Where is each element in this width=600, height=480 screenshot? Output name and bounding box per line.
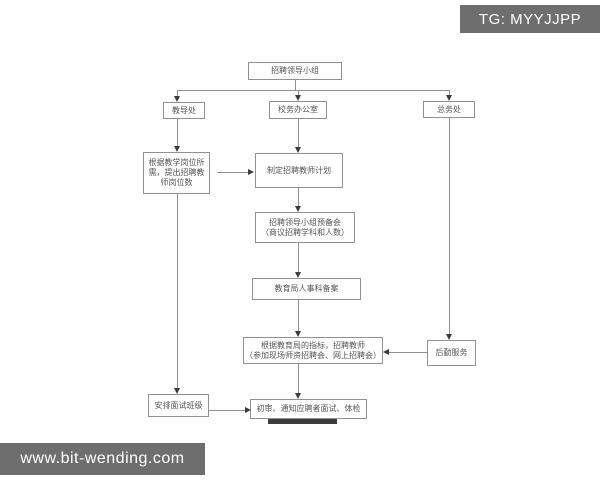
connector-logistics-to-recruit bbox=[389, 352, 427, 353]
node-leader-group: 招聘领导小组 bbox=[248, 62, 342, 80]
arrow-down-icon bbox=[446, 334, 452, 340]
node-final-step-label: 初审、通知应聘者面试、体检 bbox=[256, 404, 361, 413]
telegram-watermark-text: TG: MYYJJPP bbox=[478, 10, 582, 28]
arrow-down-icon bbox=[295, 147, 301, 153]
arrow-right-icon bbox=[248, 169, 254, 175]
node-prep-meeting-line1: 招聘领导小组预备会 bbox=[269, 217, 341, 227]
arrow-down-icon bbox=[174, 388, 180, 394]
arrow-down-icon bbox=[295, 331, 301, 337]
node-prep-meeting: 招聘领导小组预备会 （商议招聘学科和人数） bbox=[255, 212, 355, 243]
dark-underline-bar bbox=[268, 419, 337, 424]
arrow-down-icon bbox=[295, 393, 301, 399]
connector-xiaowu-to-plan bbox=[298, 119, 299, 148]
connector-filing-to-recruit bbox=[298, 300, 299, 332]
arrow-down-icon bbox=[174, 96, 180, 102]
node-recruit-line2: （参加现场师资招聘会、网上招聘会） bbox=[245, 350, 381, 360]
arrow-down-icon bbox=[174, 146, 180, 152]
arrow-down-icon bbox=[295, 206, 301, 212]
node-arrange-interview: 安排面试班级 bbox=[148, 394, 209, 417]
node-filing-label: 教育局人事科备案 bbox=[274, 284, 339, 293]
node-jiaodao: 教导处 bbox=[163, 102, 205, 119]
node-logistics: 后勤服务 bbox=[427, 340, 476, 366]
node-plan: 制定招聘教师计划 bbox=[255, 153, 343, 188]
connector-to-zongwu bbox=[449, 90, 450, 97]
connector-needs-to-arrange bbox=[177, 194, 178, 389]
connector-prep-to-filing bbox=[298, 243, 299, 273]
node-xiaowu-office-label: 校务办公室 bbox=[278, 105, 318, 114]
connector-recruit-to-final bbox=[298, 364, 299, 394]
node-final-step: 初审、通知应聘者面试、体检 bbox=[250, 399, 367, 419]
node-jiaodao-label: 教导处 bbox=[172, 105, 196, 115]
connector-leader-stem bbox=[295, 80, 296, 90]
arrow-down-icon bbox=[446, 95, 452, 101]
connector-to-xiaowu bbox=[298, 90, 299, 97]
connector-jiaodao-to-needs bbox=[177, 119, 178, 147]
telegram-watermark-badge: TG: MYYJJPP bbox=[460, 5, 600, 33]
connector-branch-horizontal bbox=[177, 90, 450, 91]
arrow-left-icon bbox=[383, 349, 389, 355]
arrow-down-icon bbox=[295, 272, 301, 278]
node-filing: 教育局人事科备案 bbox=[252, 278, 361, 300]
connector-arrange-to-final bbox=[209, 410, 246, 411]
node-position-needs: 根据教学岗位所需，提出招聘教师岗位数 bbox=[143, 152, 210, 194]
node-zongwu: 总务处 bbox=[423, 101, 475, 118]
connector-plan-to-prep bbox=[298, 188, 299, 207]
node-zongwu-label: 总务处 bbox=[437, 104, 461, 114]
node-logistics-label: 后勤服务 bbox=[435, 348, 468, 357]
arrow-right-icon bbox=[245, 407, 251, 413]
node-leader-group-label: 招聘领导小组 bbox=[271, 66, 319, 75]
node-recruit: 根据教育局的指标，招聘教师 （参加现场师资招聘会、网上招聘会） bbox=[243, 337, 383, 364]
node-arrange-interview-label: 安排面试班级 bbox=[154, 400, 203, 410]
connector-zongwu-to-logistics bbox=[449, 118, 450, 335]
website-watermark-badge: www.bit-wending.com bbox=[0, 443, 205, 475]
connector-needs-to-plan bbox=[217, 172, 248, 173]
connector-to-jiaodao bbox=[177, 90, 178, 98]
node-position-needs-label: 根据教学岗位所需，提出招聘教师岗位数 bbox=[148, 158, 205, 187]
node-xiaowu-office: 校务办公室 bbox=[269, 101, 327, 119]
node-recruit-line1: 根据教育局的指标，招聘教师 bbox=[261, 340, 365, 350]
website-watermark-text: www.bit-wending.com bbox=[20, 450, 185, 467]
arrow-down-icon bbox=[295, 95, 301, 101]
node-plan-label: 制定招聘教师计划 bbox=[267, 165, 331, 175]
node-prep-meeting-line2: （商议招聘学科和人数） bbox=[261, 227, 349, 237]
